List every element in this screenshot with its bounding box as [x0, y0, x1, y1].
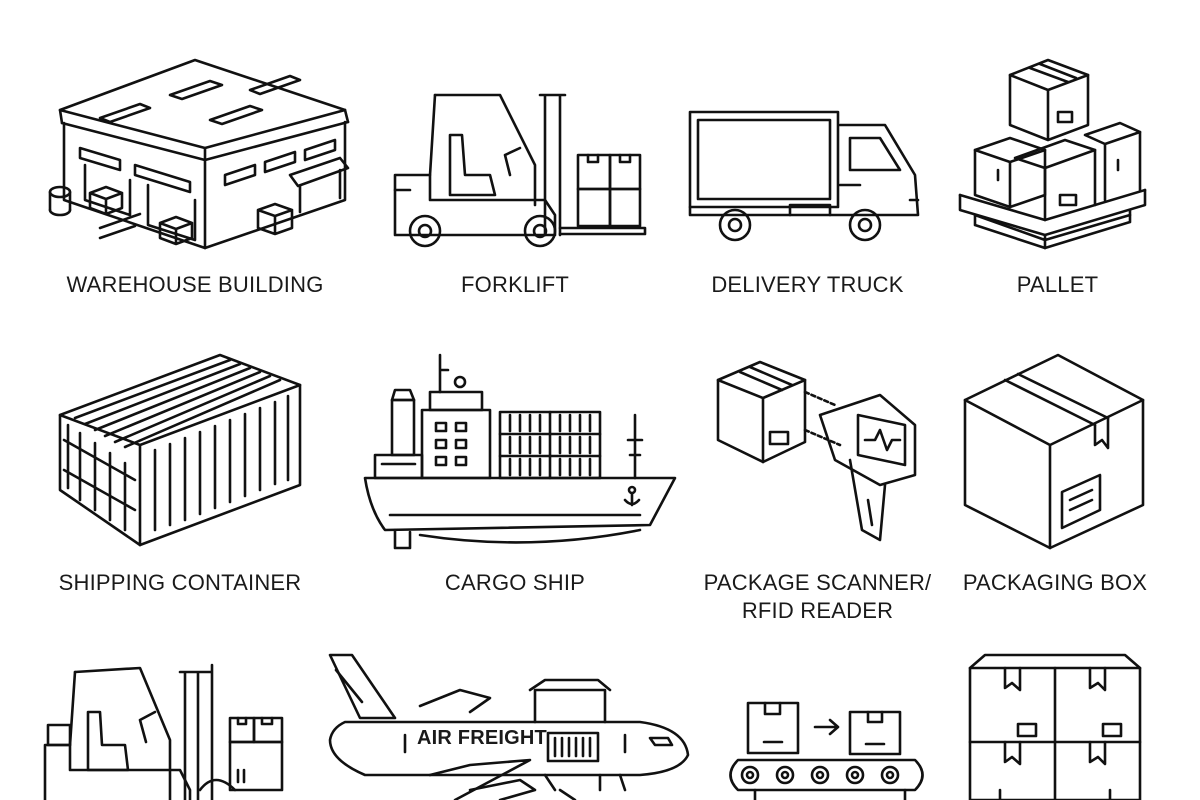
label-delivery-truck: DELIVERY TRUCK: [711, 272, 904, 297]
label-forklift: FORKLIFT: [461, 272, 569, 297]
air-freight-plane-icon: [330, 655, 688, 800]
label-package-scanner-line1: PACKAGE SCANNER/: [703, 570, 932, 595]
forklift-icon: [395, 95, 645, 246]
warehouse-icon: [50, 60, 348, 248]
label-packaging-box: PACKAGING BOX: [962, 570, 1148, 595]
stacked-boxes-icon: [970, 655, 1140, 800]
delivery-truck-icon: [690, 112, 918, 240]
packaging-box-icon: [965, 355, 1143, 548]
label-shipping-container: SHIPPING CONTAINER: [58, 570, 302, 595]
pallet-icon: [960, 60, 1145, 248]
label-pallet: PALLET: [1016, 272, 1099, 297]
package-scanner-icon: [718, 362, 915, 540]
conveyor-belt-icon: [731, 703, 923, 800]
cargo-ship-icon: [365, 355, 675, 548]
plane-air-freight-text: AIR FREIGHT: [417, 727, 547, 749]
label-package-scanner-line2: RFID READER: [741, 598, 894, 623]
label-cargo-ship: CARGO SHIP: [444, 570, 586, 595]
shipping-container-icon: [60, 355, 300, 545]
label-warehouse-building: WAREHOUSE BUILDING: [66, 272, 324, 297]
forklift-loading-icon: [45, 665, 282, 800]
